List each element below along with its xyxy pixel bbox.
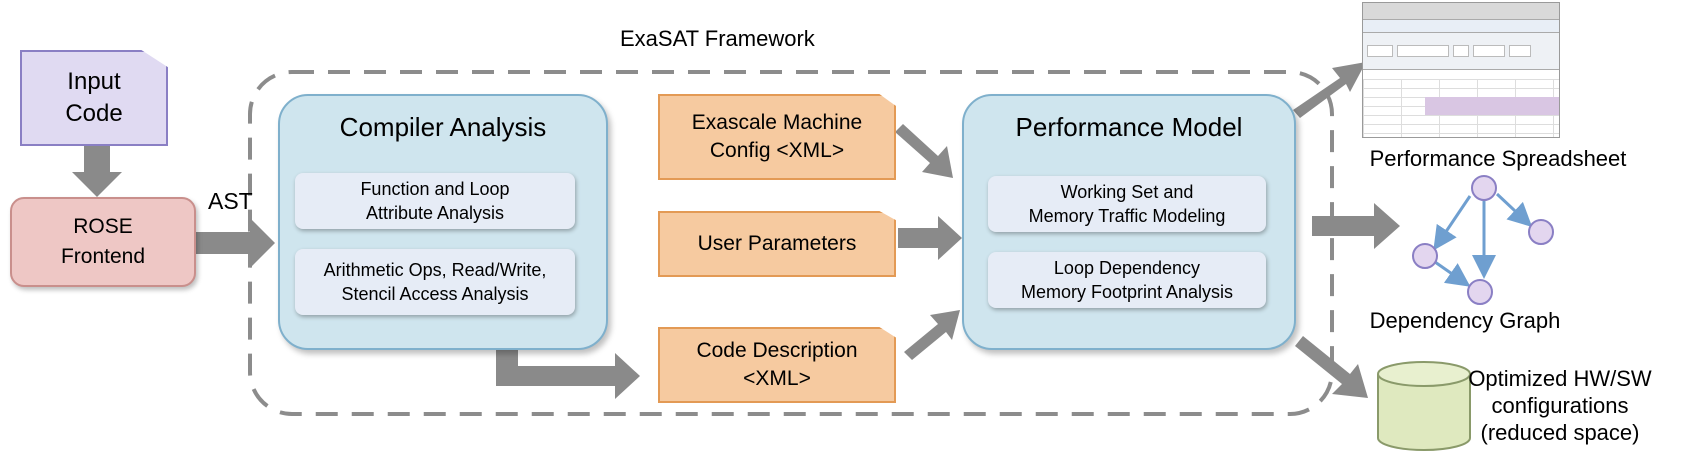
spreadsheet-label: Performance Spreadsheet bbox=[1369, 146, 1627, 171]
spreadsheet-grid bbox=[1363, 79, 1559, 137]
graph-node-bottom bbox=[1467, 279, 1493, 305]
framework-title: ExaSAT Framework bbox=[620, 26, 815, 51]
ast-label: AST bbox=[208, 188, 253, 214]
user-parameters-box: User Parameters bbox=[658, 211, 896, 277]
spreadsheet-thumbnail bbox=[1362, 2, 1560, 138]
performance-model-title: Performance Model bbox=[1015, 112, 1243, 142]
compiler-item-function-loop: Function and Loop Attribute Analysis bbox=[295, 173, 575, 229]
graph-edge-4 bbox=[1434, 260, 1471, 287]
spreadsheet-ribbon bbox=[1363, 33, 1559, 70]
model-item-loop-dependency: Loop Dependency Memory Footprint Analysi… bbox=[988, 252, 1266, 308]
compiler-analysis-panel: Compiler Analysis Function and Loop Attr… bbox=[278, 94, 608, 350]
dependency-graph-label: Dependency Graph bbox=[1369, 308, 1561, 333]
rose-frontend-box: ROSE Frontend bbox=[10, 197, 196, 287]
arrow-compiler-to-codedesc bbox=[496, 346, 640, 399]
optimized-configs-label: Optimized HW/SW configurations (reduced … bbox=[1468, 366, 1652, 445]
arrow-rose-to-compiler bbox=[196, 218, 275, 268]
graph-node-left bbox=[1412, 243, 1438, 269]
model-item-working-set: Working Set and Memory Traffic Modeling bbox=[988, 176, 1266, 232]
framework-boundary bbox=[248, 70, 1334, 416]
arrow-input-to-rose bbox=[72, 146, 122, 197]
performance-model-panel: Performance Model Working Set and Memory… bbox=[962, 94, 1296, 350]
arrow-model-to-spreadsheet bbox=[1293, 62, 1366, 118]
compiler-item-arith-stencil: Arithmetic Ops, Read/Write, Stencil Acce… bbox=[295, 249, 575, 315]
spreadsheet-ribbon-tabs bbox=[1363, 20, 1559, 33]
graph-edge-1 bbox=[1433, 195, 1472, 251]
graph-node-top bbox=[1471, 175, 1497, 201]
arrow-codedesc-to-model bbox=[904, 310, 960, 360]
arrow-config-to-model bbox=[895, 124, 953, 178]
code-description-box: Code Description <XML> bbox=[658, 327, 896, 403]
machine-config-box: Exascale Machine Config <XML> bbox=[658, 94, 896, 180]
graph-node-right bbox=[1528, 219, 1554, 245]
input-code-box: Input Code bbox=[20, 50, 168, 146]
spreadsheet-toolbar bbox=[1363, 3, 1559, 20]
compiler-analysis-title: Compiler Analysis bbox=[339, 112, 547, 142]
cylinder-top bbox=[1377, 361, 1471, 387]
arrow-model-to-optimized bbox=[1295, 336, 1368, 398]
arrow-params-to-model bbox=[898, 216, 962, 260]
arrow-model-to-graph bbox=[1312, 203, 1400, 249]
cylinder-body bbox=[1377, 374, 1471, 451]
graph-edge-3 bbox=[1495, 192, 1533, 228]
